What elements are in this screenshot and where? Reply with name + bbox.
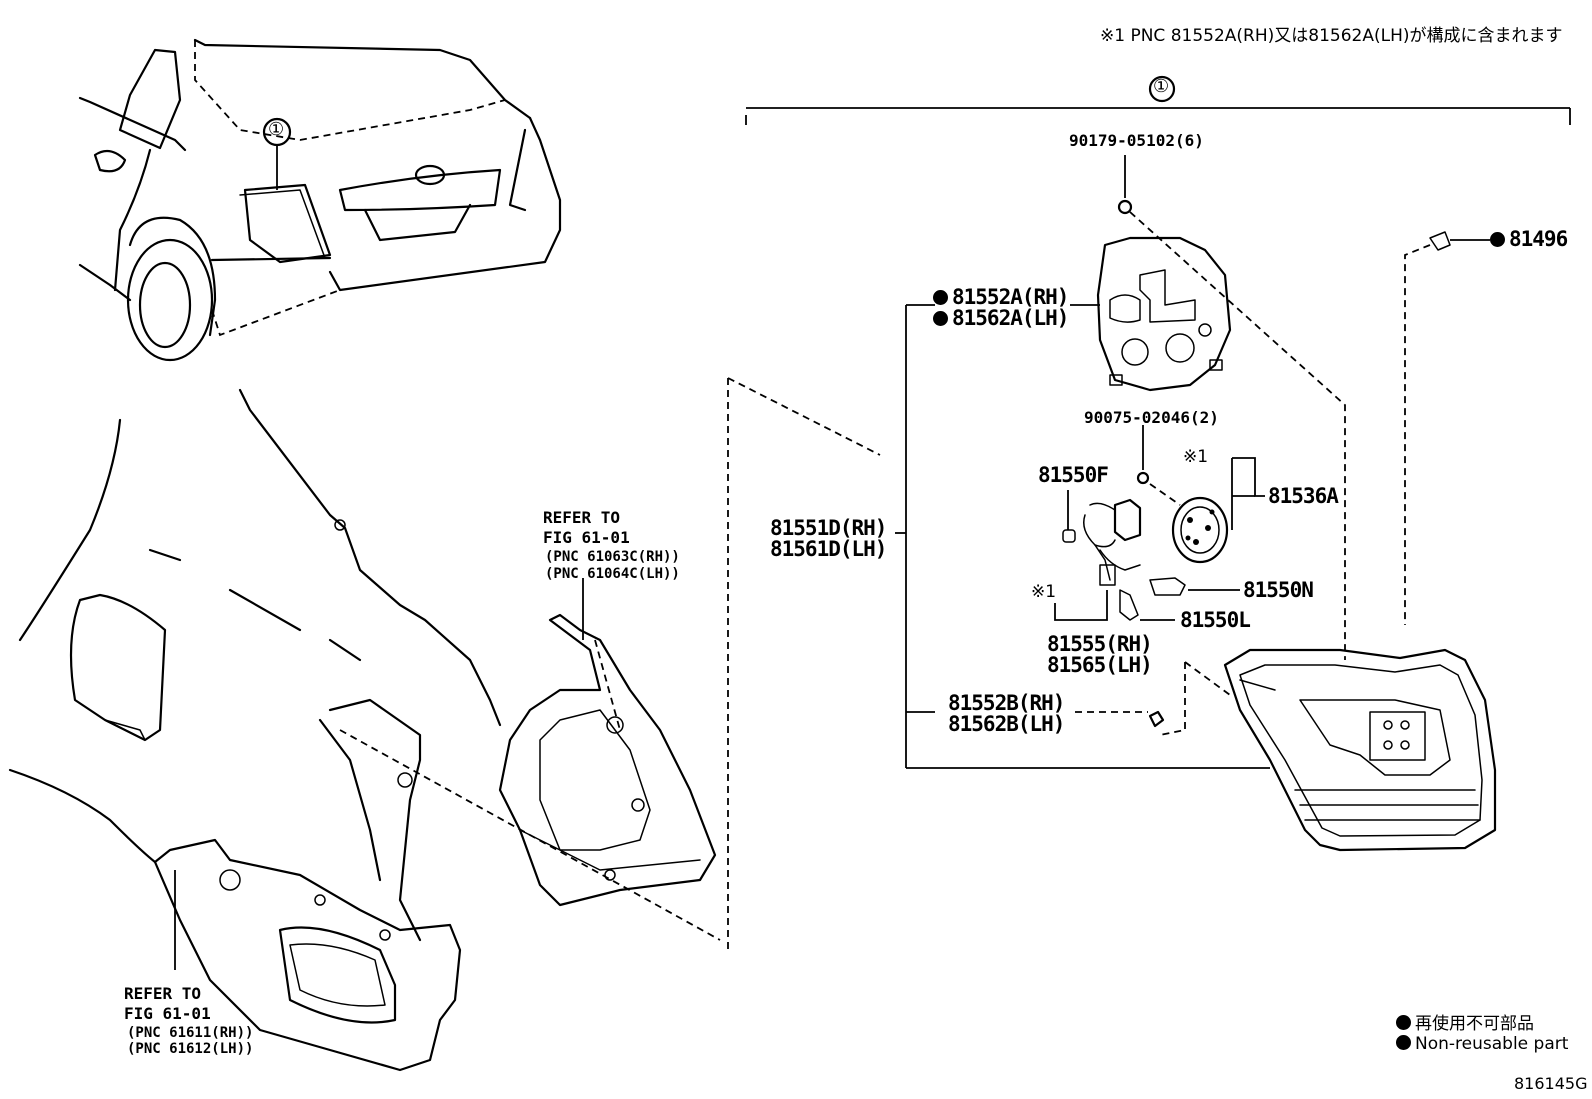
- socket-81555: [1054, 490, 1142, 621]
- non-reusable-mark: [1490, 232, 1505, 247]
- legend-jp: 再使用不可部品: [1396, 1009, 1534, 1034]
- label-90179-05102: 90179-05102(6): [1069, 131, 1204, 150]
- refer-lower-line3: (PNC 61611(RH)): [127, 1025, 254, 1041]
- label-81536a: 81536A: [1268, 484, 1339, 508]
- refer-lower-line2: FIG 61-01: [124, 1004, 211, 1023]
- note-top: ※1 PNC 81552A(RH)又は81562A(LH)が構成に含まれます: [1100, 26, 1563, 46]
- refer-lower-line4: (PNC 61612(LH)): [127, 1041, 254, 1057]
- mark-81536a: ※1: [1183, 447, 1209, 467]
- label-81496: 81496: [1490, 227, 1568, 251]
- legend-dot: [1396, 1035, 1411, 1050]
- legend-en: Non-reusable part: [1396, 1034, 1568, 1054]
- bulb-81550l: [1119, 589, 1175, 621]
- label-81555: 81555(RH): [1047, 632, 1153, 656]
- mark-81555: ※1: [1031, 582, 1057, 602]
- socket-plate-81552a: [1070, 236, 1232, 392]
- quarter-panel-illustration: [8, 388, 721, 1072]
- label-81552b: 81552B(RH): [948, 691, 1065, 715]
- label-81562b: 81562B(LH): [948, 712, 1065, 736]
- legend-jp-text: 再使用不可部品: [1415, 1014, 1534, 1034]
- label-81496-text: 81496: [1509, 227, 1568, 251]
- main-bracket-81551d: [895, 304, 1270, 769]
- assembly-marker: ①: [1153, 76, 1170, 97]
- label-81561d: 81561D(LH): [770, 537, 887, 561]
- label-81562a-text: 81562A(LH): [952, 306, 1069, 330]
- figure-code: 816145G: [1514, 1074, 1588, 1093]
- nut-90179-05102: [1117, 199, 1133, 215]
- assembly-bracket: [745, 75, 1571, 125]
- non-reusable-mark: [933, 311, 948, 326]
- callout-marker: ①: [268, 119, 285, 140]
- non-reusable-mark: [933, 290, 948, 305]
- clip-81496: [1404, 231, 1490, 625]
- car-rear-illustration: [78, 38, 562, 362]
- legend-en-text: Non-reusable part: [1415, 1034, 1569, 1054]
- screw-90075-02046: [1136, 471, 1150, 485]
- label-81551d: 81551D(RH): [770, 516, 887, 540]
- bulb-81536a: [1171, 457, 1265, 564]
- refer-upper-line4: (PNC 61064C(LH)): [545, 566, 680, 582]
- taillight-lens: [1223, 648, 1497, 852]
- label-81552a-text: 81552A(RH): [952, 285, 1069, 309]
- legend-dot: [1396, 1015, 1411, 1030]
- refer-lower-line1: REFER TO: [124, 984, 202, 1003]
- label-81550l: 81550L: [1180, 608, 1251, 632]
- label-81565: 81565(LH): [1047, 653, 1153, 677]
- inner-bracket-illustration: [498, 578, 717, 907]
- label-81562a: 81562A(LH): [933, 306, 1069, 330]
- bulb-81550n: [1149, 577, 1240, 596]
- refer-upper-line1: REFER TO: [543, 508, 621, 527]
- refer-upper-line3: (PNC 61063C(RH)): [545, 549, 680, 565]
- label-81552a: 81552A(RH): [933, 285, 1069, 309]
- label-81550f: 81550F: [1038, 463, 1109, 487]
- refer-upper-line2: FIG 61-01: [543, 528, 630, 547]
- gasket-81552b: [1148, 710, 1165, 728]
- label-81550n: 81550N: [1243, 578, 1314, 602]
- label-90075-02046: 90075-02046(2): [1084, 408, 1219, 427]
